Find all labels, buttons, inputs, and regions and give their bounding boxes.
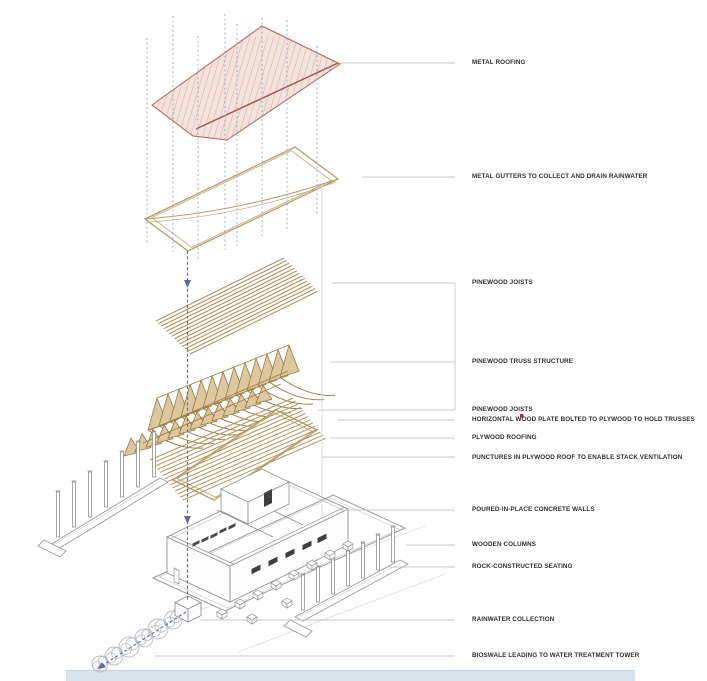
label-horizontal-wood-plate: HORIZONTAL WOOD PLATE BOLTED TO PLYWOOD … (472, 416, 695, 423)
label-pinewood-joists-upper: PINEWOOD JOISTS (472, 279, 533, 286)
label-pinewood-truss: PINEWOOD TRUSS STRUCTURE (472, 358, 574, 365)
water-band (66, 670, 635, 681)
joists-upper-layer (155, 257, 319, 355)
red-dot-marker (520, 414, 524, 418)
label-poured-walls: POURED-IN-PLACE CONCRETE WALLS (472, 506, 595, 513)
label-metal-roofing: METAL ROOFING (472, 59, 526, 66)
label-rainwater-collection: RAINWATER COLLECTION (472, 616, 555, 623)
right-colonnade (283, 525, 409, 638)
label-pinewood-joists-lower: PINEWOOD JOISTS (472, 406, 533, 413)
label-plywood-roofing: PLYWOOD ROOFING (472, 434, 537, 441)
rock-seating-group (216, 540, 354, 625)
rainwater-flow-line (97, 251, 191, 669)
label-bioswale: BIOSWALE LEADING TO WATER TREATMENT TOWE… (472, 652, 640, 659)
building-layer (151, 468, 407, 612)
label-metal-gutters: METAL GUTTERS TO COLLECT AND DRAIN RAINW… (472, 173, 648, 180)
label-punctures: PUNCTURES IN PLYWOOD ROOF TO ENABLE STAC… (472, 454, 683, 461)
joists-lower-layer (149, 397, 326, 501)
rainwater-box (173, 595, 203, 623)
label-wooden-columns: WOODEN COLUMNS (472, 541, 537, 548)
leader-lines (155, 62, 456, 657)
label-rock-seating: ROCK-CONSTRUCTED SEATING (472, 563, 573, 570)
metal-roofing-layer (151, 25, 341, 141)
truss-layer (123, 343, 336, 457)
projection-lines (146, 14, 323, 520)
gutter-layer (143, 146, 340, 252)
left-colonnade (37, 430, 169, 558)
bioswale-trees (91, 610, 183, 673)
